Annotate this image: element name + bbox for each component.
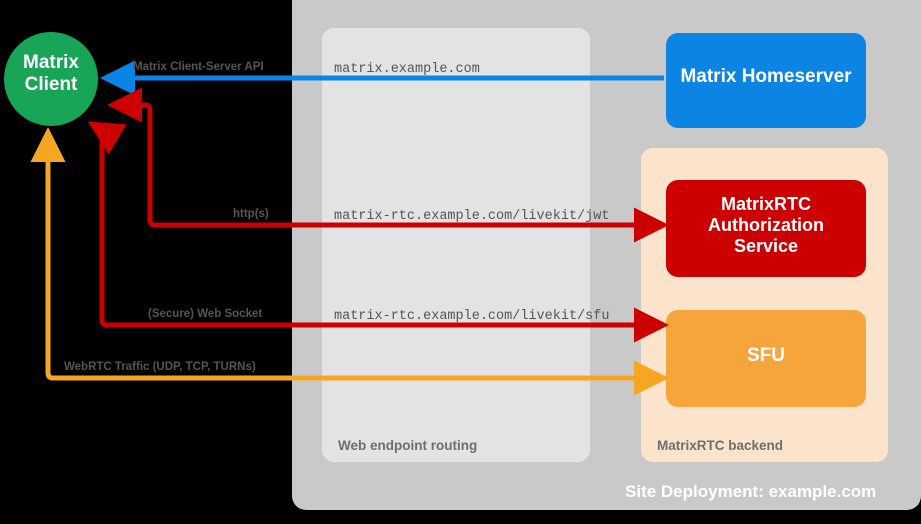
matrixrtc-authorization-service-node[interactable] <box>666 180 866 277</box>
matrix-homeserver-label: Matrix Homeserver <box>680 66 852 87</box>
matrix-client-label: Matrix Client <box>0 52 102 97</box>
site-deployment-label: Site Deployment: example.com <box>625 482 877 501</box>
jwt-endpoint-label: matrix-rtc.example.com/livekit/jwt <box>334 209 610 224</box>
connection-https-jwt <box>107 87 664 228</box>
matrixrtc-authorization-service-label: MatrixRTC Authorization Service <box>666 194 866 258</box>
matrix-client-label-line1: Matrix <box>23 52 79 73</box>
web-endpoint-routing-box <box>322 28 590 462</box>
matrix-endpoint-label: matrix.example.com <box>334 62 480 77</box>
connection-webrtc-traffic <box>30 127 660 381</box>
matrix-client-label-line2: Client <box>24 74 78 96</box>
matrixrtc-backend-label: MatrixRTC backend <box>657 438 784 453</box>
auth-label-line1: MatrixRTC <box>720 194 811 214</box>
secure-websocket-label: (Secure) Web Socket <box>148 308 263 320</box>
sfu-label: SFU <box>747 345 785 366</box>
matrix-homeserver-node[interactable] <box>666 33 866 128</box>
auth-label-line2: Authorization <box>708 215 824 236</box>
sfu-endpoint-label: matrix-rtc.example.com/livekit/sfu <box>334 309 610 324</box>
client-server-api-label: Matrix Client-Server API <box>133 61 264 73</box>
auth-label-line3: Service <box>733 236 799 257</box>
matrix-client-node[interactable] <box>4 32 98 126</box>
webrtc-traffic-label: WebRTC Traffic (UDP, TCP, TURNs) <box>64 361 256 373</box>
web-endpoint-routing-label: Web endpoint routing <box>338 438 478 453</box>
https-jwt-label: http(s) <box>233 208 269 220</box>
sfu-node[interactable] <box>666 310 866 407</box>
connection-secure-websocket <box>87 121 664 328</box>
